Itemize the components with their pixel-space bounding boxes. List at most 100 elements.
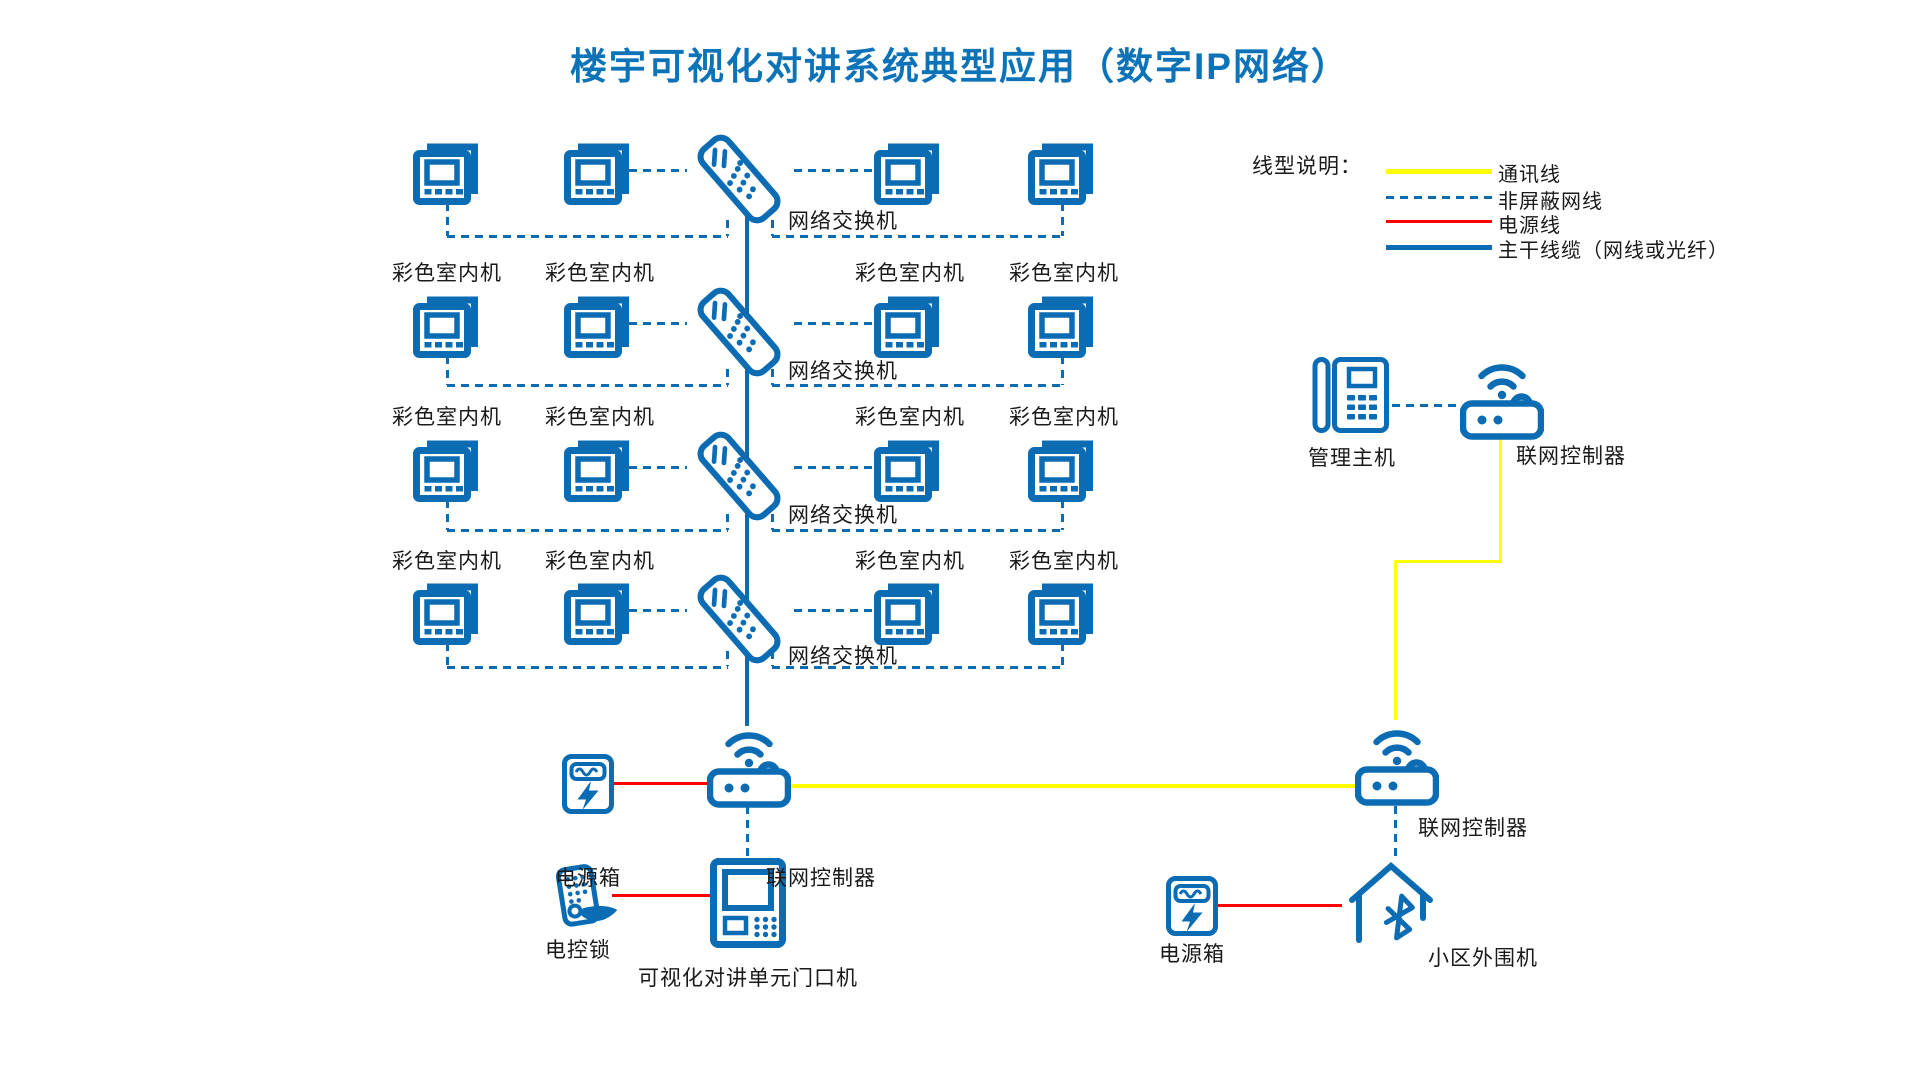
legend-swatch-utp-line (1386, 196, 1492, 199)
indoor-unit-icon (1028, 437, 1096, 503)
legend-swatch-comm-line (1386, 169, 1492, 174)
utp-bus-line (447, 384, 728, 387)
comm-line (1394, 560, 1397, 720)
comm-line (789, 784, 1359, 788)
utp-link-line (794, 169, 874, 172)
utp-riser-line (726, 514, 729, 530)
utp-link-line (629, 322, 687, 325)
utp-riser-line (771, 651, 774, 666)
network-switch-icon (690, 132, 788, 226)
utp-drop-line (446, 203, 449, 236)
utp-drop-line (446, 643, 449, 667)
indoor-unit-icon (564, 293, 632, 359)
network-switch-icon (690, 429, 788, 523)
utp-drop-line (446, 356, 449, 385)
comm-line (1499, 436, 1502, 562)
legend-label-power-line: 电源线 (1498, 215, 1561, 237)
network-switch-label: 网络交换机 (788, 210, 898, 233)
utp-bus-line (447, 666, 728, 669)
indoor-unit-label: 彩色室内机 (392, 262, 502, 285)
utp-riser-line (726, 651, 729, 666)
utp-riser-line (726, 369, 729, 385)
network-controller-label: 联网控制器 (766, 867, 876, 890)
utp-drop-line (1061, 203, 1064, 236)
indoor-unit-label: 彩色室内机 (1009, 262, 1119, 285)
utp-bus-line (447, 235, 728, 238)
indoor-unit-icon (874, 437, 942, 503)
door-station-label: 可视化对讲单元门口机 (638, 967, 858, 990)
indoor-unit-label: 彩色室内机 (545, 406, 655, 429)
network-controller-icon (707, 714, 791, 808)
utp-drop-line (746, 806, 749, 860)
utp-drop-line (1394, 806, 1397, 860)
network-switch-label: 网络交换机 (788, 504, 898, 527)
legend-swatch-trunk-line (1386, 245, 1492, 250)
power-box-label: 电源箱 (555, 867, 621, 890)
utp-drop-line (1061, 356, 1064, 385)
management-host-icon (1312, 354, 1390, 436)
legend-swatch-power-line (1386, 220, 1492, 223)
network-controller-label: 联网控制器 (1516, 445, 1626, 468)
network-controller-icon (1460, 346, 1544, 440)
power-line (612, 782, 707, 785)
utp-link-line (794, 322, 874, 325)
indoor-unit-icon (874, 293, 942, 359)
indoor-unit-icon (564, 580, 632, 646)
power-line (612, 894, 710, 897)
utp-drop-line (446, 500, 449, 530)
indoor-unit-label: 彩色室内机 (392, 406, 502, 429)
indoor-unit-icon (564, 437, 632, 503)
network-switch-icon (690, 572, 788, 666)
indoor-unit-icon (874, 580, 942, 646)
indoor-unit-label: 彩色室内机 (1009, 406, 1119, 429)
indoor-unit-icon (564, 140, 632, 206)
power-box-label: 电源箱 (1159, 943, 1225, 966)
utp-bus-line (772, 529, 1063, 532)
utp-riser-line (771, 514, 774, 530)
utp-link-line (629, 466, 687, 469)
perimeter-station-label: 小区外围机 (1428, 947, 1538, 970)
electric-lock-label: 电控锁 (545, 939, 611, 962)
utp-link-line (629, 169, 687, 172)
network-switch-icon (690, 285, 788, 379)
utp-bus-line (772, 384, 1063, 387)
legend-heading: 线型说明： (1252, 155, 1362, 178)
legend-label-trunk-line: 主干线缆（网线或光纤） (1498, 240, 1729, 262)
utp-bus-line (447, 529, 728, 532)
power-box-icon (1166, 876, 1218, 936)
indoor-unit-label: 彩色室内机 (545, 262, 655, 285)
indoor-unit-icon (1028, 140, 1096, 206)
comm-line (1394, 560, 1502, 563)
indoor-unit-icon (1028, 580, 1096, 646)
indoor-unit-icon (1028, 293, 1096, 359)
utp-bus-line (772, 235, 1063, 238)
utp-riser-line (726, 220, 729, 236)
utp-link-line (629, 609, 687, 612)
indoor-unit-icon (413, 437, 481, 503)
power-line (1218, 904, 1342, 907)
indoor-unit-icon (413, 580, 481, 646)
perimeter-station-icon (1342, 860, 1440, 948)
indoor-unit-label: 彩色室内机 (855, 406, 965, 429)
utp-drop-line (1061, 500, 1064, 530)
network-controller-icon (1355, 712, 1439, 806)
indoor-unit-label: 彩色室内机 (855, 262, 965, 285)
indoor-unit-icon (413, 140, 481, 206)
indoor-unit-icon (413, 293, 481, 359)
indoor-unit-label: 彩色室内机 (1009, 550, 1119, 573)
utp-riser-line (771, 369, 774, 385)
indoor-unit-label: 彩色室内机 (855, 550, 965, 573)
network-controller-label: 联网控制器 (1418, 817, 1528, 840)
network-switch-label: 网络交换机 (788, 360, 898, 383)
utp-riser-line (771, 220, 774, 236)
page-title: 楼宇可视化对讲系统典型应用（数字IP网络） (570, 46, 1350, 87)
management-host-label: 管理主机 (1308, 447, 1396, 470)
utp-link-line (794, 466, 874, 469)
utp-drop-line (1061, 643, 1064, 667)
power-box-icon (562, 754, 614, 814)
indoor-unit-label: 彩色室内机 (392, 550, 502, 573)
indoor-unit-icon (874, 140, 942, 206)
legend-label-comm-line: 通讯线 (1498, 164, 1561, 186)
utp-link-line (794, 609, 874, 612)
